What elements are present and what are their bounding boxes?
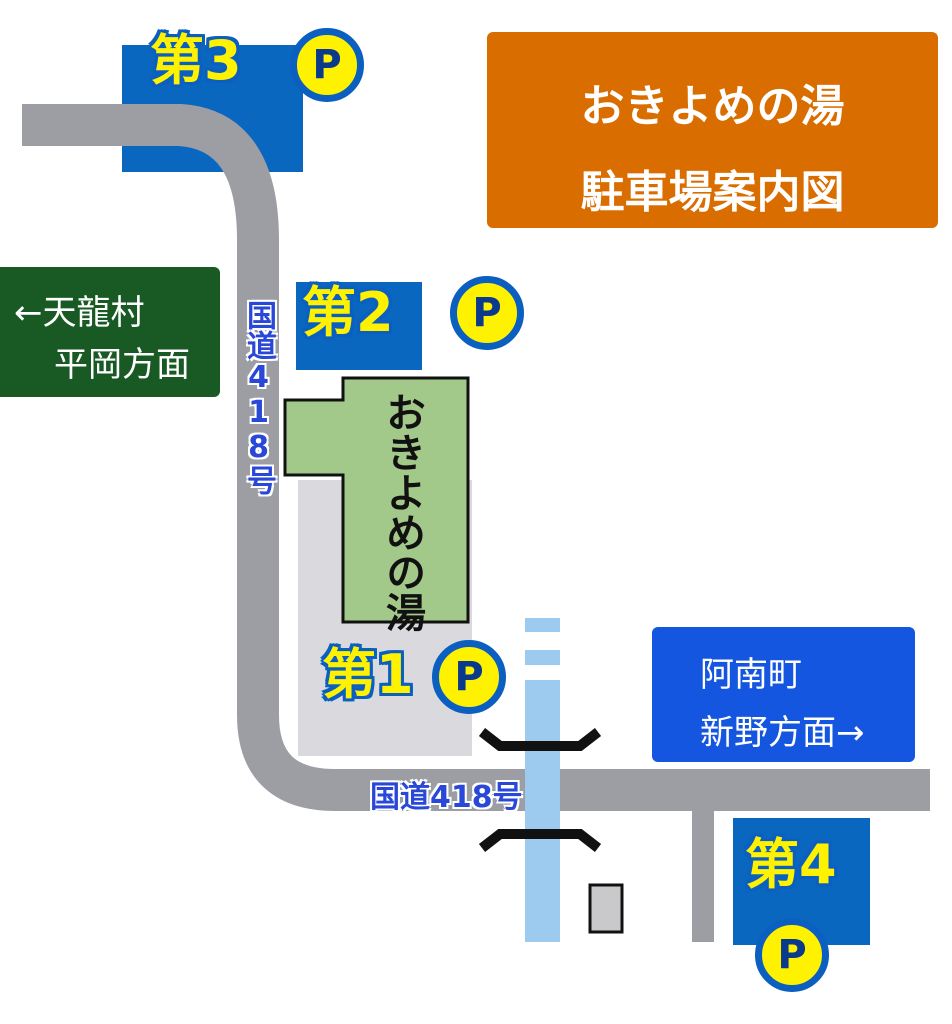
parking-1-p-icon: P [432,640,506,714]
bridge-south-rail [478,829,602,852]
river [525,680,560,942]
parking-2-block [296,282,422,370]
west-sign-line-1: ←天龍村 [14,293,145,333]
title-box: おきよめの湯 駐車場案内図 [487,32,938,228]
national-road-418 [22,104,930,811]
parking-1-label: 第1 [322,643,414,706]
river-dash [525,650,560,665]
side-road [692,790,714,942]
parking-3-label: 第3 [150,29,242,92]
parking-4-label: 第4 [745,833,837,896]
road-label-vertical: 国道418号 [241,300,276,495]
bridge-north-rail [478,728,602,751]
west-sign-line-2: 平岡方面 [54,345,190,385]
building-label: おきよめの湯 [379,392,425,632]
west-direction-sign: ←天龍村 平岡方面 [0,267,220,397]
title-line-2: 駐車場案内図 [580,167,845,218]
onsen-building [283,376,470,624]
parking-2-p-icon: P [450,276,524,350]
east-direction-sign: 阿南町 新野方面→ [652,627,915,762]
parking-4-p-icon: P [755,918,829,992]
small-building [588,883,624,934]
east-sign-line-1: 阿南町 [700,655,802,695]
river-dash [525,618,560,632]
road-label-horizontal: 国道418号 [370,780,523,815]
east-sign-line-2: 新野方面→ [700,713,865,753]
title-line-1: おきよめの湯 [580,81,845,132]
parking-2-label: 第2 [302,281,394,344]
parking-3-p-icon: P [290,28,364,102]
